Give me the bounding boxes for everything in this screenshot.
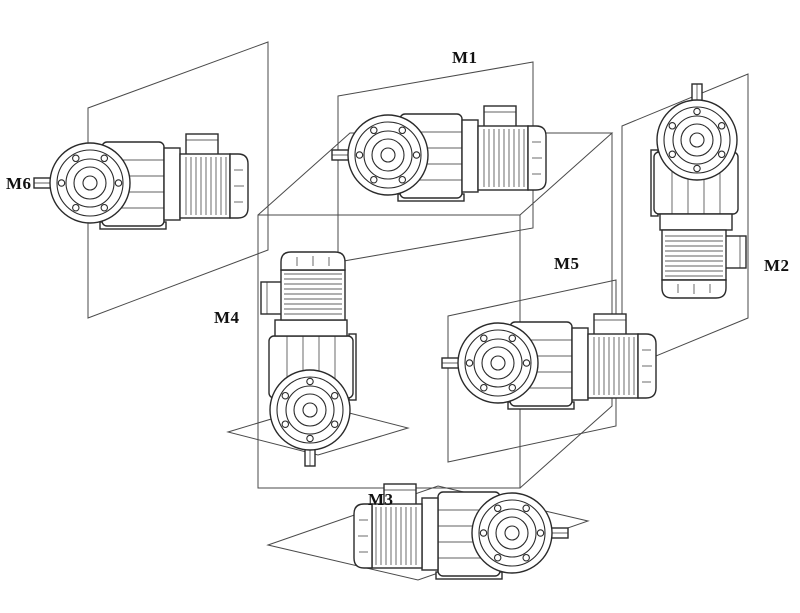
- label-m3: M3: [368, 490, 394, 509]
- projection-plane-m5: [447, 279, 617, 463]
- gearmotor-m6: [33, 133, 249, 230]
- label-m4: M4: [214, 308, 240, 327]
- label-m1: M1: [452, 48, 478, 67]
- label-m5: M5: [554, 254, 580, 273]
- gearmotor-m4: [260, 251, 357, 467]
- gearmotor-m5: [441, 313, 657, 410]
- projection-plane-m6: [87, 41, 269, 319]
- gearmotor-m2: [650, 83, 747, 299]
- gearmotor-m1: [331, 105, 547, 202]
- label-m6: M6: [6, 174, 32, 193]
- projection-plane-m1: [337, 61, 534, 263]
- label-m2: M2: [764, 256, 790, 275]
- projection-plane-m2: [621, 73, 749, 371]
